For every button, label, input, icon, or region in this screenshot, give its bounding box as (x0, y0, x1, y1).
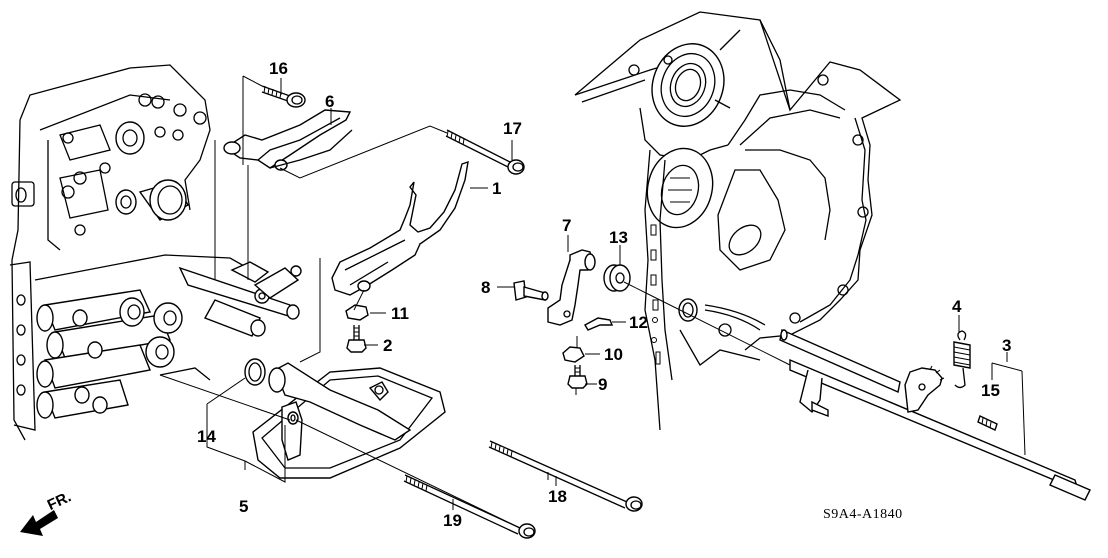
o-ring (244, 358, 266, 386)
callout-14[interactable]: 14 (197, 427, 216, 446)
callout-8[interactable]: 8 (481, 278, 491, 297)
flange-bolt-long (445, 129, 525, 175)
lock-washer (562, 346, 585, 363)
callout-3[interactable]: 3 (1002, 336, 1012, 355)
callout-2[interactable]: 2 (383, 336, 393, 355)
callout-18[interactable]: 18 (548, 487, 567, 506)
flange-bolt-long (403, 474, 536, 539)
callout-1[interactable]: 1 (492, 179, 502, 198)
snap-clip (584, 317, 614, 331)
callout-13[interactable]: 13 (609, 228, 628, 247)
callout-10[interactable]: 10 (604, 345, 623, 364)
valve-body (9, 64, 302, 441)
detent-bracket (223, 109, 353, 171)
callout-5[interactable]: 5 (239, 497, 249, 516)
flange-bolt-long (488, 440, 643, 512)
detent-spring (953, 330, 971, 389)
lock-washer (345, 304, 369, 321)
callout-9[interactable]: 9 (598, 375, 608, 394)
leader-lines (280, 78, 960, 510)
ball-bearing (603, 264, 651, 296)
callout-17[interactable]: 17 (503, 119, 522, 138)
control-shaft (779, 329, 1091, 501)
diagram-code: S9A4-A1840 (823, 507, 903, 522)
callout-15[interactable]: 15 (981, 381, 1000, 400)
flange-bolt-short (261, 85, 306, 108)
hex-bolt (346, 325, 367, 353)
transmission-case (574, 11, 902, 431)
callout-6[interactable]: 6 (325, 92, 335, 111)
guide-lines (159, 75, 1026, 529)
front-direction-arrow-icon (20, 510, 58, 536)
callout-4[interactable]: 4 (952, 297, 962, 316)
callout-11[interactable]: 11 (391, 304, 409, 323)
hex-bolt (567, 365, 588, 389)
shift-fork (331, 160, 469, 296)
callout-12[interactable]: 12 (629, 313, 648, 332)
callout-19[interactable]: 19 (443, 511, 462, 530)
callout-16[interactable]: 16 (269, 59, 288, 78)
shift-arm (547, 249, 596, 326)
roll-pin (977, 415, 998, 431)
atf-strainer (252, 362, 446, 479)
shift-pin (513, 280, 549, 301)
callout-7[interactable]: 7 (562, 216, 572, 235)
